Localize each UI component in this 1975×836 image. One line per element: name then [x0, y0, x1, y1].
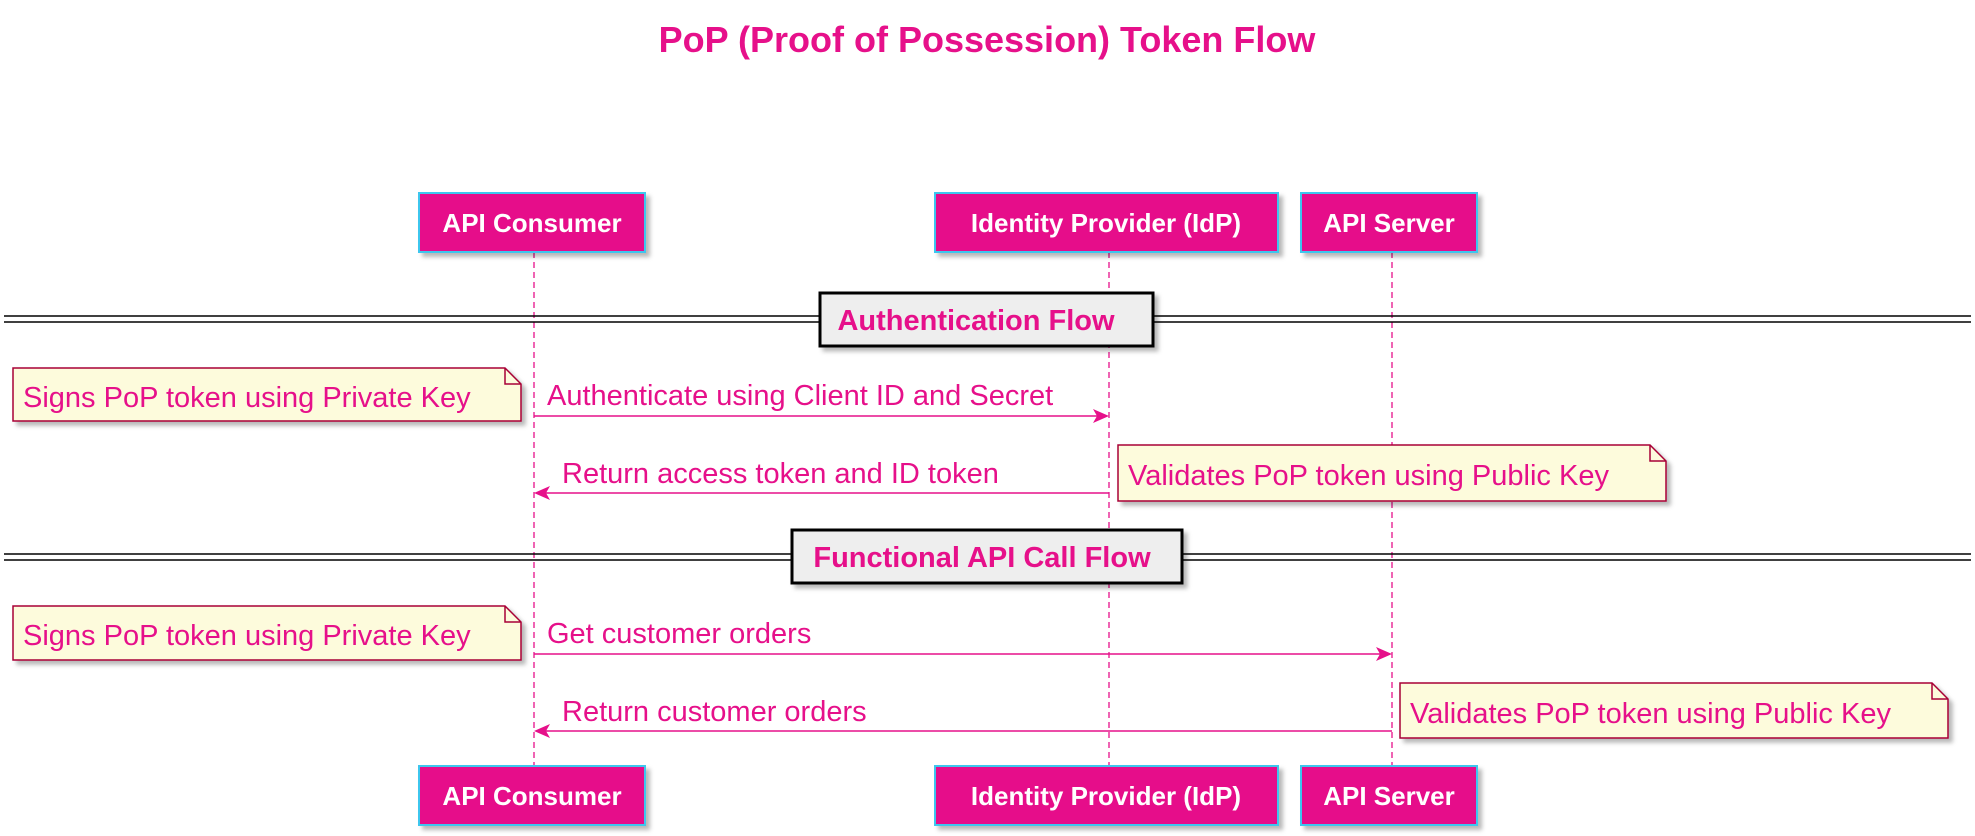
participant-api-consumer-bottom: API Consumer [418, 765, 646, 826]
section-label: Functional API Call Flow [813, 542, 1151, 574]
participant-label: API Consumer [442, 208, 621, 238]
section-label: Authentication Flow [837, 305, 1115, 337]
participant-label: Identity Provider (IdP) [971, 208, 1241, 238]
note-text: Validates PoP token using Public Key [1410, 698, 1891, 730]
message-label: Get customer orders [547, 618, 811, 650]
message-label: Return customer orders [562, 696, 867, 728]
section-divider-functional-api: Functional API Call Flow [4, 528, 1971, 585]
participant-api-server-bottom: API Server [1300, 765, 1478, 826]
message-return-customer-orders: Return customer orders [534, 696, 1392, 738]
participant-api-consumer-top: API Consumer [418, 192, 646, 253]
note-text: Validates PoP token using Public Key [1128, 460, 1609, 492]
participant-api-server-top: API Server [1300, 192, 1478, 253]
section-divider-authentication: Authentication Flow [4, 291, 1971, 348]
note-text: Signs PoP token using Private Key [23, 382, 471, 414]
note-validates-pop-token-2: Validates PoP token using Public Key [1399, 682, 1949, 739]
diagram-title: PoP (Proof of Possession) Token Flow [659, 19, 1317, 60]
message-label: Return access token and ID token [562, 458, 999, 490]
participant-identity-provider-bottom: Identity Provider (IdP) [934, 765, 1279, 826]
participant-label: API Server [1323, 781, 1455, 811]
note-signs-pop-token-2: Signs PoP token using Private Key [12, 605, 522, 661]
message-get-customer-orders: Get customer orders [534, 618, 1392, 661]
message-label: Authenticate using Client ID and Secret [547, 380, 1053, 412]
note-signs-pop-token-1: Signs PoP token using Private Key [12, 367, 522, 422]
message-authenticate: Authenticate using Client ID and Secret [534, 380, 1109, 423]
note-validates-pop-token-1: Validates PoP token using Public Key [1117, 444, 1667, 502]
participant-label: Identity Provider (IdP) [971, 781, 1241, 811]
participant-label: API Server [1323, 208, 1455, 238]
note-text: Signs PoP token using Private Key [23, 620, 471, 652]
participant-identity-provider-top: Identity Provider (IdP) [934, 192, 1279, 253]
participant-label: API Consumer [442, 781, 621, 811]
message-return-access-token: Return access token and ID token [534, 458, 1109, 500]
